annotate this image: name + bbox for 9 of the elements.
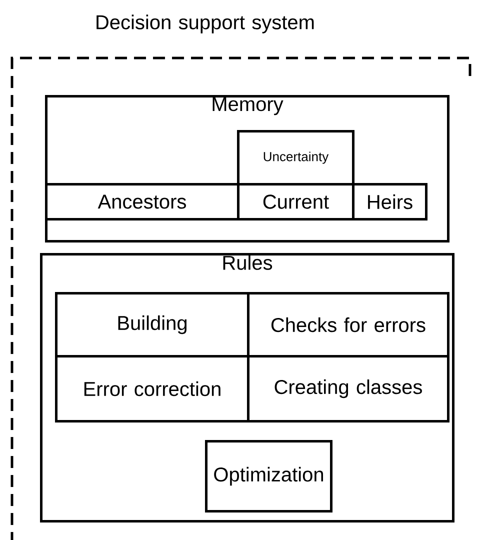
process-box: Checks for errors (247, 292, 450, 358)
process-box: Heirs (352, 183, 428, 220)
process-box: Building (55, 292, 250, 358)
process-box: Error correction (55, 355, 250, 422)
process-box: Optimization (205, 440, 332, 512)
process-box: Current (237, 183, 354, 220)
process-box: Ancestors (45, 183, 240, 220)
process-box: Uncertainty (237, 130, 354, 186)
process-box: Creating classes (247, 355, 450, 422)
